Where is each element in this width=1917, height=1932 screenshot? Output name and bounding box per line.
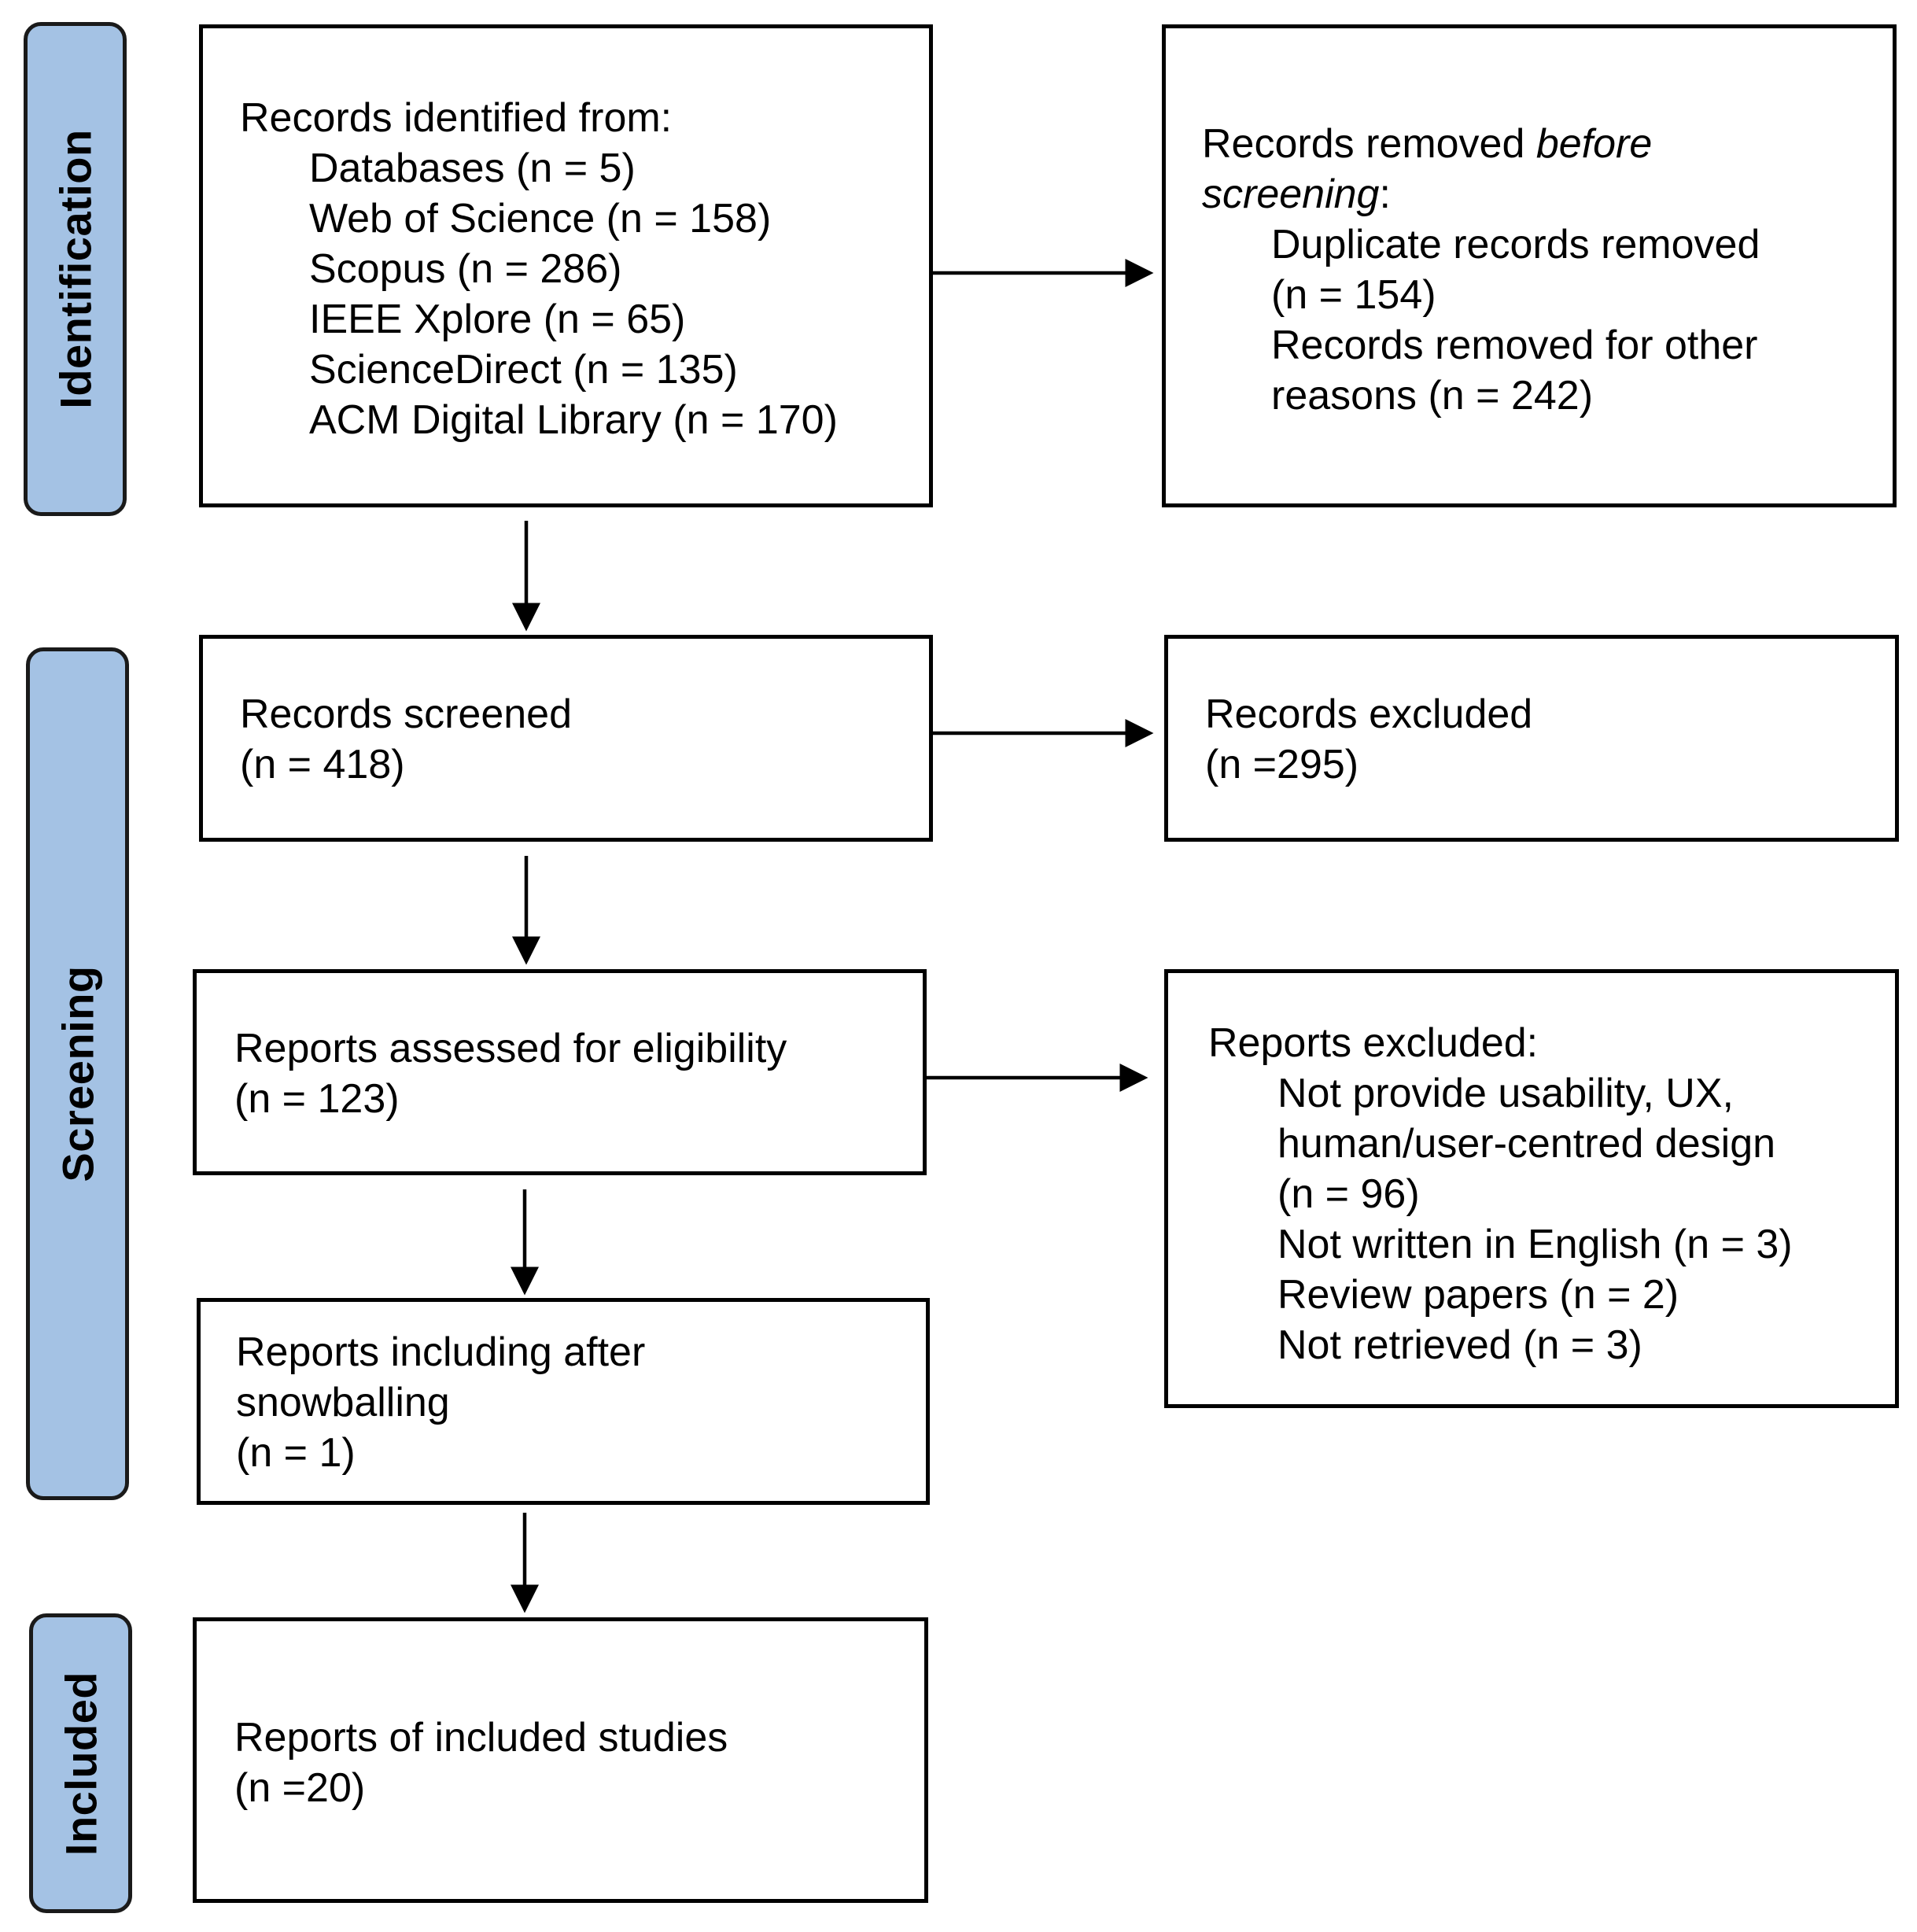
records-removed-heading-colon: : [1379, 171, 1391, 217]
duplicate-records-removed: Duplicate records removed [1271, 222, 1760, 267]
duplicate-records-count: (n = 154) [1271, 272, 1436, 318]
box-records-excluded: Records excluded (n =295) [1164, 635, 1899, 842]
exclusion-not-usability: Not provide usability, UX, [1277, 1071, 1734, 1116]
snowballing-count: (n = 1) [236, 1430, 356, 1476]
source-acm-digital-library: ACM Digital Library (n = 170) [309, 397, 838, 443]
exclusion-review-papers: Review papers (n = 2) [1277, 1272, 1679, 1318]
box-reports-assessed: Reports assessed for eligibility (n = 12… [193, 969, 927, 1175]
source-web-of-science: Web of Science (n = 158) [309, 196, 772, 242]
snowballing-label-1: Reports including after [236, 1329, 646, 1375]
box-records-identified: Records identified from: Databases (n = … [199, 24, 933, 507]
records-removed-heading-italic-before: before [1535, 121, 1653, 167]
phase-screening: Screening [26, 647, 129, 1500]
included-studies-count: (n =20) [234, 1765, 366, 1811]
box-reports-excluded: Reports excluded: Not provide usability,… [1164, 969, 1899, 1408]
exclusion-not-retrieved: Not retrieved (n = 3) [1277, 1322, 1642, 1368]
source-sciencedirect: ScienceDirect (n = 135) [309, 347, 738, 393]
records-identified-heading: Records identified from: [240, 95, 673, 141]
snowballing-label-2: snowballing [236, 1380, 450, 1425]
records-excluded-count: (n =295) [1205, 742, 1359, 787]
box-reports-snowballing: Reports including after snowballing (n =… [197, 1298, 930, 1505]
reports-excluded-heading: Reports excluded: [1208, 1020, 1539, 1066]
source-scopus: Scopus (n = 286) [309, 246, 622, 292]
exclusion-not-english: Not written in English (n = 3) [1277, 1222, 1793, 1267]
source-databases: Databases (n = 5) [309, 146, 636, 191]
records-screened-count: (n = 418) [240, 742, 405, 787]
records-removed-heading: Records removed before [1202, 119, 1760, 169]
reports-assessed-count: (n = 123) [234, 1076, 400, 1122]
records-removed-other: Records removed for other [1271, 323, 1758, 368]
box-records-removed: Records removed before screening: Duplic… [1162, 24, 1897, 507]
reports-assessed-label: Reports assessed for eligibility [234, 1026, 787, 1071]
records-removed-heading-plain: Records removed [1202, 121, 1536, 167]
records-removed-heading-2: screening: [1202, 169, 1760, 219]
phase-identification: Identification [24, 22, 127, 516]
records-removed-other-count: reasons (n = 242) [1271, 373, 1594, 418]
included-studies-label: Reports of included studies [234, 1715, 728, 1761]
box-records-screened: Records screened (n = 418) [199, 635, 933, 842]
source-ieee-xplore: IEEE Xplore (n = 65) [309, 297, 686, 342]
records-screened-label: Records screened [240, 691, 572, 737]
phase-included: Included [29, 1613, 132, 1913]
box-included-studies: Reports of included studies (n =20) [193, 1617, 928, 1903]
records-excluded-label: Records excluded [1205, 691, 1533, 737]
exclusion-not-usability-2: human/user-centred design [1277, 1121, 1776, 1167]
records-removed-heading-italic-screening: screening [1202, 171, 1380, 217]
exclusion-not-usability-count: (n = 96) [1277, 1171, 1420, 1217]
